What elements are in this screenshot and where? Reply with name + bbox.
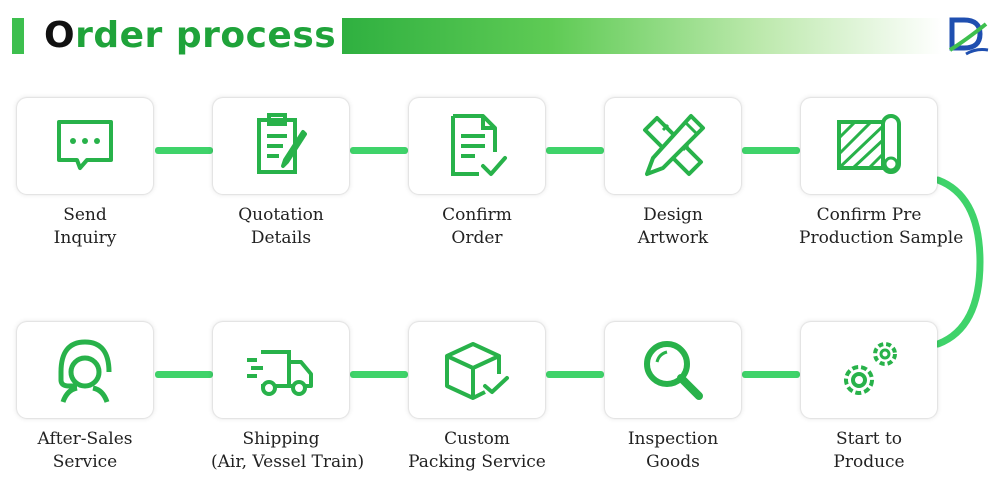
magnifier-icon (644, 341, 703, 400)
step-box (213, 98, 349, 194)
step-box (801, 322, 937, 418)
pencil-ruler-icon (643, 114, 705, 176)
step-box (213, 322, 349, 418)
connector (546, 147, 604, 154)
chat-icon (57, 120, 113, 170)
title-gradient-bar (342, 18, 942, 54)
header: Order process (0, 0, 1000, 70)
fabric-roll-icon (837, 114, 901, 174)
connector (742, 371, 800, 378)
step-box (409, 322, 545, 418)
step-shipping: Shipping(Air, Vessel Train) (211, 322, 365, 474)
step-box (605, 322, 741, 418)
gears-icon (844, 342, 897, 395)
document-check-icon (451, 114, 507, 176)
headset-agent-icon (58, 339, 112, 403)
step-box (17, 322, 153, 418)
step-label: Shipping(Air, Vessel Train) (211, 429, 365, 472)
step-box (409, 98, 545, 194)
title-accent-mark (12, 18, 24, 54)
connector (350, 147, 408, 154)
step-box (17, 98, 153, 194)
page-title: Order process (44, 15, 337, 56)
connector (155, 371, 213, 378)
connector (742, 147, 800, 154)
delivery-truck-icon (247, 350, 313, 396)
connector (546, 371, 604, 378)
connector (350, 371, 408, 378)
step-box (605, 98, 741, 194)
clipboard-edit-icon (257, 113, 307, 174)
step-box (801, 98, 937, 194)
connector-arc (934, 176, 984, 348)
connector (155, 147, 213, 154)
company-logo (948, 17, 989, 56)
box-check-icon (445, 342, 509, 400)
